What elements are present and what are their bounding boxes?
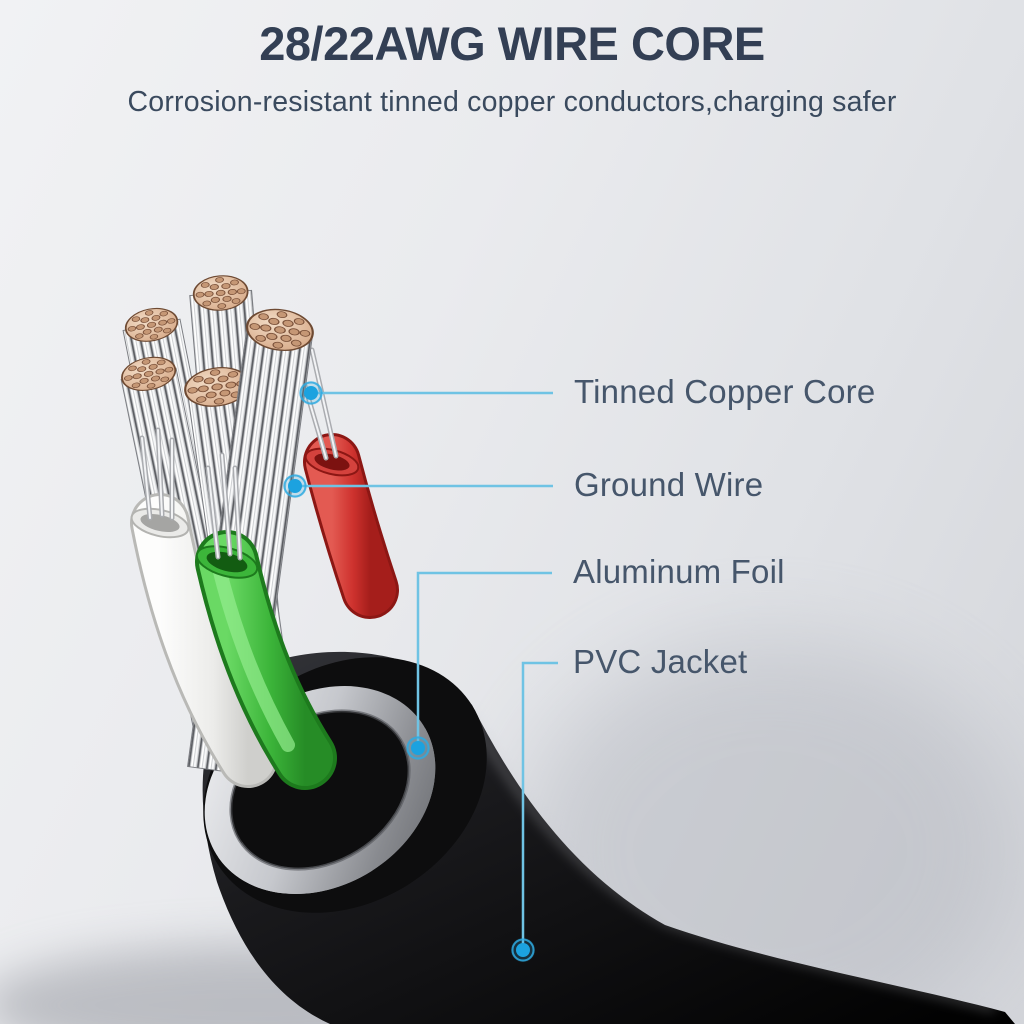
callout-label-pvc-jacket: PVC Jacket: [573, 643, 748, 680]
white-wire-strands: [139, 427, 175, 521]
callout-label-tinned-copper-core: Tinned Copper Core: [574, 373, 876, 410]
callout-leaders: [295, 391, 558, 950]
green-wire: [195, 452, 337, 790]
pvc-jacket-leader-line: [521, 661, 558, 950]
white-wire: [130, 427, 278, 788]
tinned-copper-dot: [299, 381, 323, 405]
aluminum-foil-dot: [406, 736, 430, 760]
callout-label-ground-wire: Ground Wire: [574, 466, 764, 503]
page-title: 28/22AWG WIRE CORE: [259, 17, 765, 70]
red-wire: [292, 347, 399, 619]
page-subtitle: Corrosion-resistant tinned copper conduc…: [127, 86, 897, 118]
callout-label-aluminum-foil: Aluminum Foil: [573, 553, 785, 590]
callout-dots: [283, 381, 535, 962]
pvc-jacket-dot: [511, 938, 535, 962]
green-wire-strands: [205, 452, 243, 561]
aluminum-foil-leader-line: [416, 571, 552, 748]
ground-wire-dot: [283, 474, 307, 498]
